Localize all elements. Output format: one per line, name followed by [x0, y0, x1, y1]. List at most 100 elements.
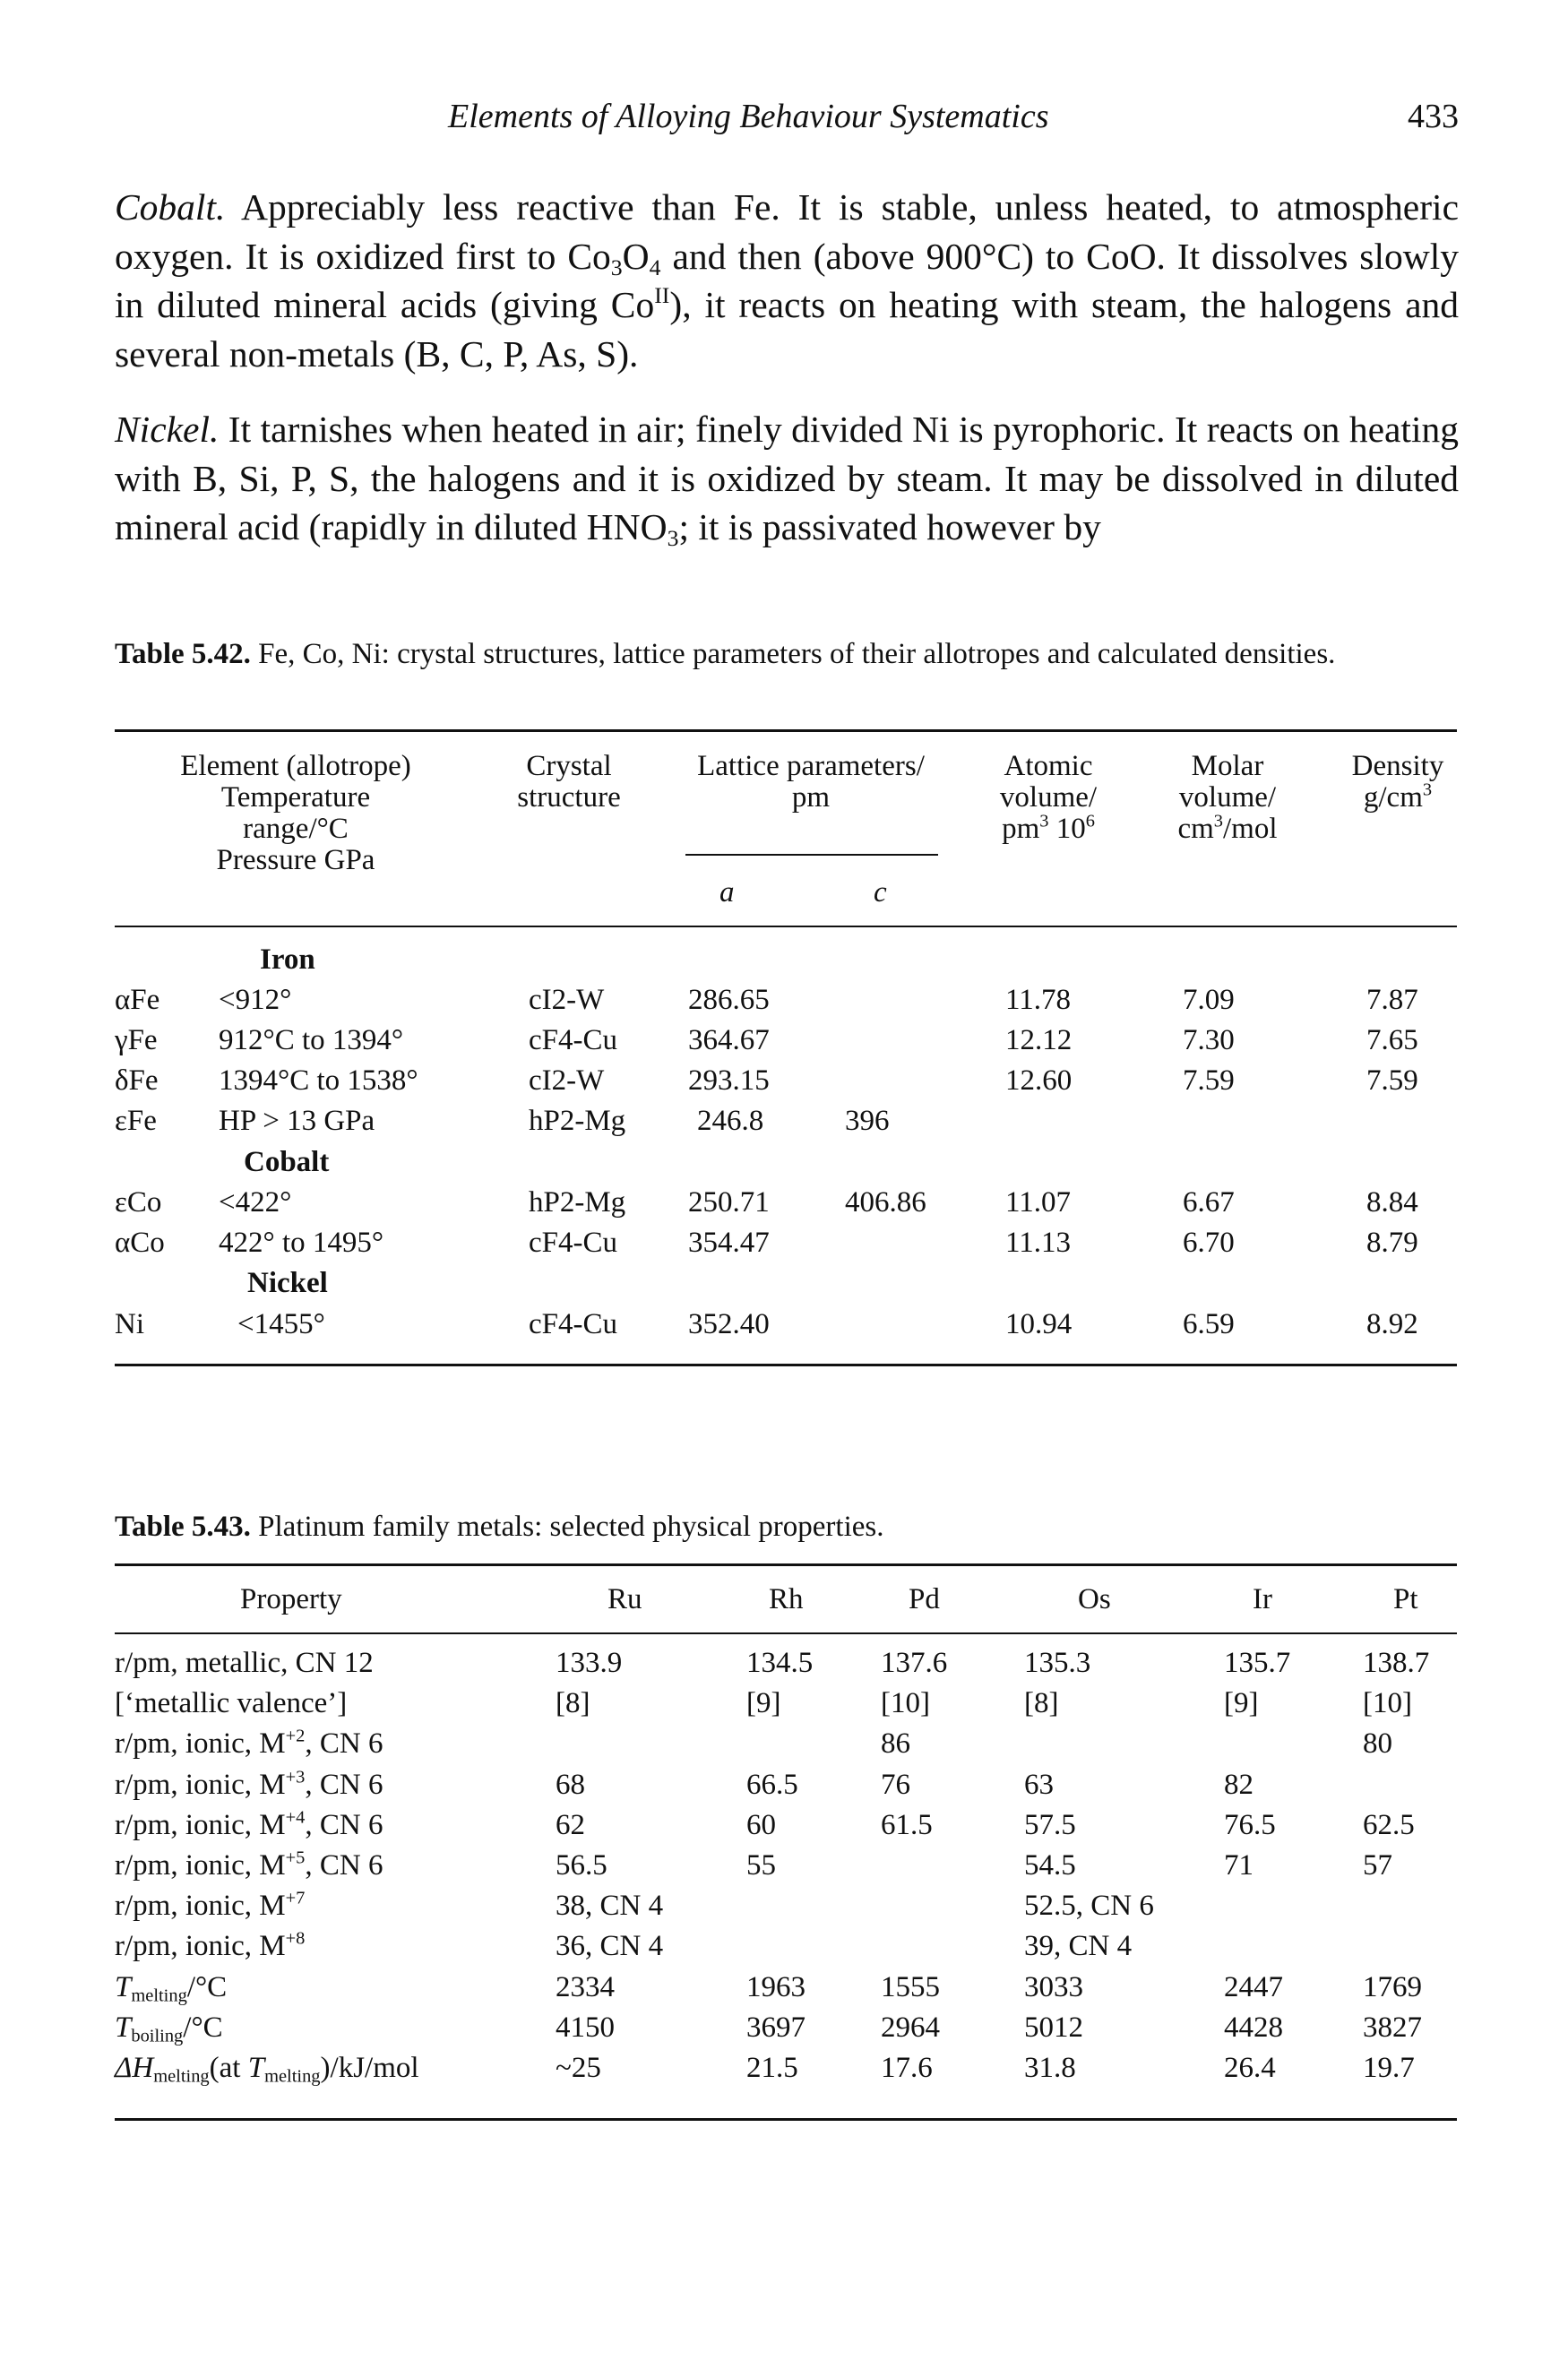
- cell-a: 286.65: [688, 984, 770, 1016]
- property-value: 5012: [1024, 2011, 1083, 2044]
- group-label-iron: Iron: [260, 943, 315, 976]
- property-value: 135.3: [1024, 1647, 1091, 1679]
- table-header-rule: [115, 926, 1457, 927]
- label-part: r/pm, ionic, M: [115, 1930, 286, 1962]
- cell-molar: 7.09: [1183, 984, 1235, 1016]
- property-value: 1555: [881, 1971, 940, 2003]
- property-value: [8]: [556, 1687, 590, 1719]
- cell-a: 293.15: [688, 1064, 770, 1097]
- column-header-ru: Ru: [607, 1583, 642, 1615]
- cell-structure: cI2-W: [529, 1064, 605, 1097]
- table-caption: Table 5.43. Platinum family metals: sele…: [115, 1507, 1459, 1547]
- paragraph-text: It tarnishes when heated in air; finely …: [115, 409, 1459, 547]
- property-value: 38, CN 4: [556, 1890, 664, 1922]
- property-value: 3033: [1024, 1971, 1083, 2003]
- cell-structure: cF4-Cu: [529, 1227, 617, 1259]
- property-value: 134.5: [746, 1647, 814, 1679]
- paragraph-text: and then (above 900°C) to CoO. It dissol…: [115, 235, 1459, 326]
- table-top-rule: [115, 729, 1457, 732]
- column-header-a: a: [719, 876, 735, 909]
- cell-structure: hP2-Mg: [529, 1105, 626, 1137]
- label-part: [‘metallic valence’]: [115, 1687, 348, 1719]
- property-value: 54.5: [1024, 1849, 1076, 1882]
- property-value: 2447: [1224, 1971, 1283, 2003]
- paragraph-nickel: Nickel. It tarnishes when heated in air;…: [115, 405, 1459, 552]
- property-value: 82: [1224, 1769, 1254, 1801]
- property-value: 138.7: [1363, 1647, 1430, 1679]
- cell-density: 8.84: [1366, 1186, 1418, 1219]
- column-header-ir: Ir: [1253, 1583, 1272, 1615]
- cell-element: Ni: [115, 1308, 144, 1340]
- subscript: boiling: [131, 2026, 184, 2046]
- property-label: r/pm, ionic, M+2, CN 6: [115, 1727, 383, 1760]
- caption-text: Platinum family metals: selected physica…: [250, 1511, 884, 1543]
- cell-molar: 6.70: [1183, 1227, 1235, 1259]
- header-line: structure: [517, 781, 621, 814]
- property-value: 4150: [556, 2011, 615, 2044]
- column-header-pt: Pt: [1393, 1583, 1418, 1615]
- label-part: r/pm, ionic, M: [115, 1769, 286, 1801]
- table-number: Table 5.43.: [115, 1511, 251, 1543]
- header-line: pm: [791, 781, 831, 814]
- cell-element: γFe: [115, 1024, 158, 1056]
- property-value: 26.4: [1224, 2052, 1276, 2084]
- header-line: Lattice parameters/: [697, 750, 925, 782]
- header-line: volume/: [1178, 781, 1277, 814]
- subscript: 3: [610, 254, 623, 280]
- table-bottom-rule: [115, 2118, 1457, 2121]
- property-value: 63: [1024, 1769, 1054, 1801]
- label-part: r/pm, ionic, M: [115, 1809, 286, 1841]
- label-part: T: [247, 2052, 265, 2084]
- property-value: 61.5: [881, 1809, 933, 1841]
- property-value: 56.5: [556, 1849, 607, 1882]
- superscript: 3: [1039, 811, 1049, 831]
- property-label: r/pm, metallic, CN 12: [115, 1647, 374, 1679]
- label-part: ΔH: [115, 2052, 154, 2084]
- subscript: melting: [131, 1985, 187, 2006]
- cell-atomic: 12.60: [1005, 1064, 1073, 1097]
- unit: pm: [1002, 813, 1040, 845]
- cell-range: <912°: [219, 984, 292, 1016]
- paragraph-text: O: [622, 235, 650, 277]
- cell-a: 352.40: [688, 1308, 770, 1340]
- property-value: 71: [1224, 1849, 1254, 1882]
- label-part: r/pm, ionic, M: [115, 1890, 286, 1922]
- cell-density: 8.92: [1366, 1308, 1418, 1340]
- label-part: /°C: [183, 2011, 223, 2044]
- running-title: Elements of Alloying Behaviour Systemati…: [448, 98, 1049, 135]
- column-header-rh: Rh: [769, 1583, 804, 1615]
- property-value: 36, CN 4: [556, 1930, 664, 1962]
- column-header-molar-volume: Molar volume/ cm3/mol: [1156, 751, 1299, 845]
- cell-structure: cF4-Cu: [529, 1308, 617, 1340]
- label-part: , CN 6: [305, 1727, 383, 1760]
- cell-a: 250.71: [688, 1186, 770, 1219]
- cell-element: αCo: [115, 1227, 165, 1259]
- cell-structure: hP2-Mg: [529, 1186, 626, 1219]
- paragraph-cobalt: Cobalt. Appreciably less reactive than F…: [115, 183, 1459, 378]
- property-value: 80: [1363, 1727, 1392, 1760]
- cell-molar: 6.67: [1183, 1186, 1235, 1219]
- caption-text: Fe, Co, Ni: crystal structures, lattice …: [250, 638, 1336, 670]
- column-header-crystal: Crystal structure: [502, 751, 636, 814]
- property-value: [8]: [1024, 1687, 1059, 1719]
- superscript: +5: [285, 1848, 306, 1868]
- property-value: 76: [881, 1769, 910, 1801]
- paragraph-lead: Nickel.: [115, 409, 220, 450]
- page-number: 433: [1408, 98, 1459, 135]
- superscript: +2: [285, 1726, 306, 1746]
- property-value: 62: [556, 1809, 585, 1841]
- header-line: Crystal: [526, 750, 612, 782]
- property-value: 133.9: [556, 1647, 623, 1679]
- column-header-lattice: Lattice parameters/ pm: [676, 751, 945, 814]
- property-value: 39, CN 4: [1024, 1930, 1133, 1962]
- property-label: [‘metallic valence’]: [115, 1687, 347, 1719]
- property-value: [10]: [881, 1687, 930, 1719]
- cell-a: 354.47: [688, 1227, 770, 1259]
- cell-c: 396: [845, 1105, 890, 1137]
- property-value: 76.5: [1224, 1809, 1276, 1841]
- property-value: 137.6: [881, 1647, 948, 1679]
- superscript: 6: [1085, 811, 1095, 831]
- property-value: 4428: [1224, 2011, 1283, 2044]
- property-value: [10]: [1363, 1687, 1412, 1719]
